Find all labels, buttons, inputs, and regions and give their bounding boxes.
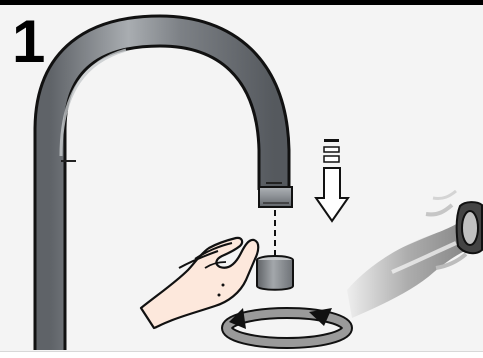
down-arrow-icon [316, 139, 348, 221]
bottom-rule [0, 351, 483, 358]
rotate-arrow-icon [227, 308, 347, 343]
aerator-insert-icon [257, 256, 293, 290]
water-spray-icon [347, 191, 482, 318]
